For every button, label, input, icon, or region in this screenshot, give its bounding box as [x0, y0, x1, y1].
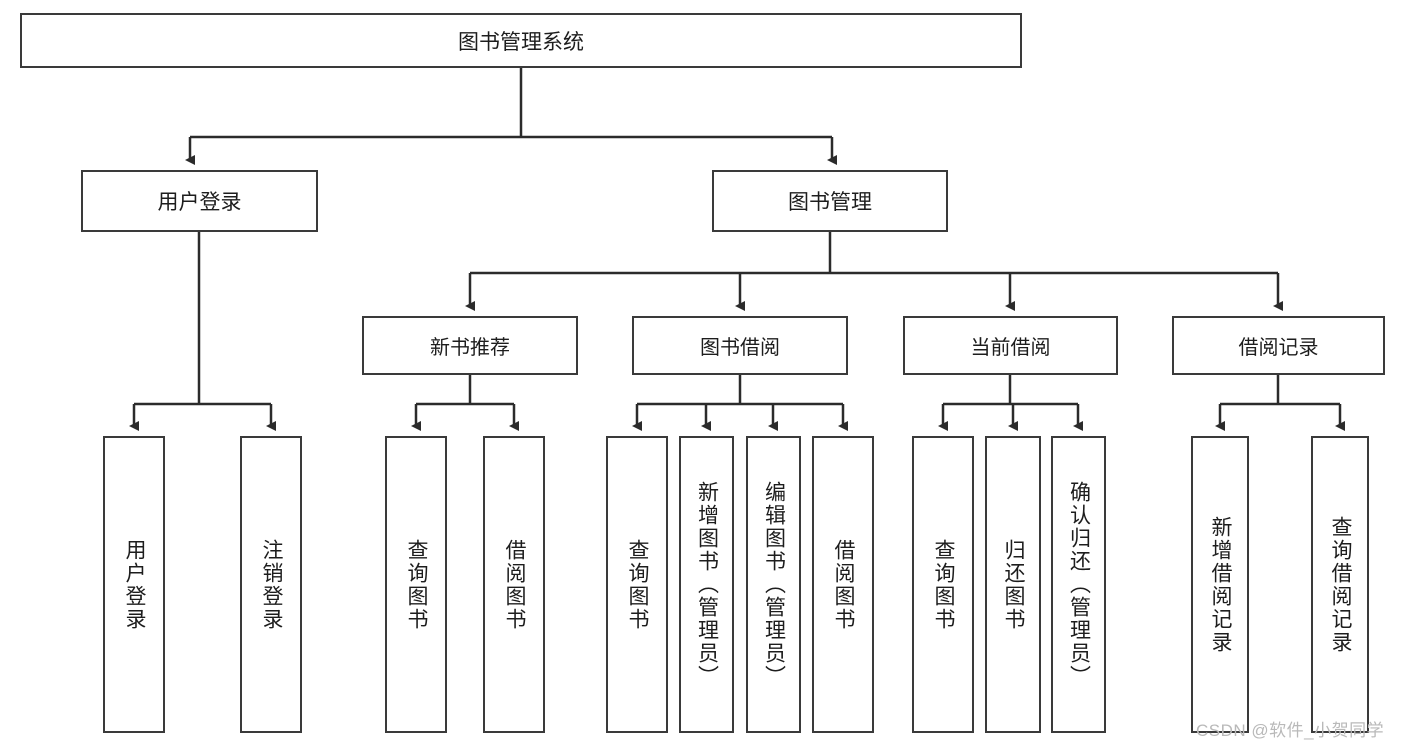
node-leaf-query-book-3-label: 查询图书: [932, 538, 956, 631]
node-leaf-add-book-label: 新增图书（管理员）: [695, 481, 719, 688]
node-user-login[interactable]: 用户登录: [81, 170, 318, 232]
node-leaf-edit-book-label: 编辑图书（管理员）: [762, 481, 786, 688]
node-borrow-record-label: 借阅记录: [1238, 337, 1319, 359]
node-root-label: 图书管理系统: [458, 30, 584, 54]
node-leaf-user-logout[interactable]: 注销登录: [240, 436, 302, 733]
node-user-login-label: 用户登录: [157, 191, 242, 214]
node-borrow-record[interactable]: 借阅记录: [1172, 316, 1385, 375]
node-current-borrow-label: 当前借阅: [970, 337, 1051, 359]
node-new-book-recommend-label: 新书推荐: [430, 337, 510, 359]
node-leaf-confirm-return-label: 确认归还（管理员）: [1067, 481, 1091, 688]
node-leaf-return-book[interactable]: 归还图书: [985, 436, 1041, 733]
node-book-borrow-label: 图书借阅: [700, 337, 780, 359]
node-leaf-borrow-book-1-label: 借阅图书: [503, 538, 527, 631]
node-current-borrow[interactable]: 当前借阅: [903, 316, 1118, 375]
node-leaf-borrow-book-2[interactable]: 借阅图书: [812, 436, 874, 733]
node-new-book-recommend[interactable]: 新书推荐: [362, 316, 578, 375]
node-book-borrow[interactable]: 图书借阅: [632, 316, 848, 375]
node-leaf-user-logout-label: 注销登录: [260, 538, 284, 631]
node-leaf-borrow-book-1[interactable]: 借阅图书: [483, 436, 545, 733]
node-leaf-query-book-1[interactable]: 查询图书: [385, 436, 447, 733]
node-leaf-return-book-label: 归还图书: [1002, 538, 1026, 631]
node-leaf-query-book-1-label: 查询图书: [405, 538, 429, 631]
node-leaf-query-borrow-record[interactable]: 查询借阅记录: [1311, 436, 1369, 733]
node-root[interactable]: 图书管理系统: [20, 13, 1022, 68]
node-leaf-add-book[interactable]: 新增图书（管理员）: [679, 436, 734, 733]
node-leaf-query-book-2-label: 查询图书: [626, 538, 650, 631]
node-leaf-add-borrow-record-label: 新增借阅记录: [1209, 515, 1233, 654]
node-leaf-edit-book[interactable]: 编辑图书（管理员）: [746, 436, 801, 733]
node-book-manage-label: 图书管理: [788, 191, 872, 214]
node-leaf-query-book-2[interactable]: 查询图书: [606, 436, 668, 733]
node-leaf-query-borrow-record-label: 查询借阅记录: [1329, 515, 1353, 654]
csdn-watermark: CSDN @软件_小贺同学: [1196, 721, 1385, 740]
node-leaf-borrow-book-2-label: 借阅图书: [832, 538, 856, 631]
node-leaf-add-borrow-record[interactable]: 新增借阅记录: [1191, 436, 1249, 733]
node-leaf-user-login-label: 用户登录: [123, 538, 147, 631]
node-leaf-confirm-return[interactable]: 确认归还（管理员）: [1051, 436, 1106, 733]
node-leaf-query-book-3[interactable]: 查询图书: [912, 436, 974, 733]
node-book-manage[interactable]: 图书管理: [712, 170, 948, 232]
node-leaf-user-login[interactable]: 用户登录: [103, 436, 165, 733]
